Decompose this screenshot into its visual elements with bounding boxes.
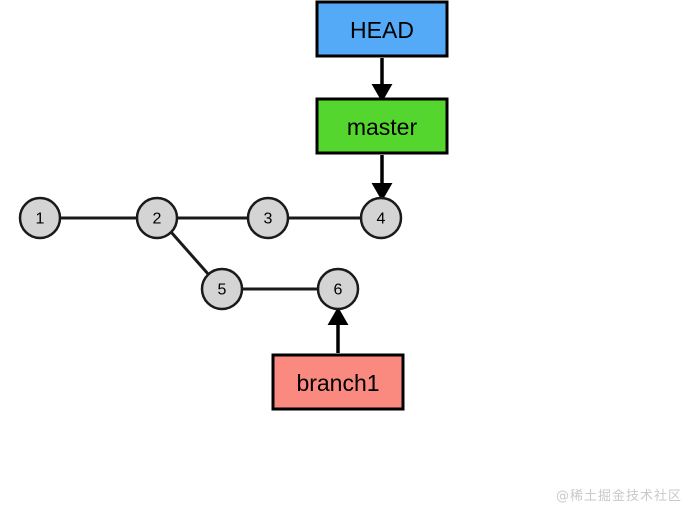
commit-label: 1 <box>36 211 45 228</box>
commit-label: 2 <box>153 211 162 228</box>
ref-box-head[interactable]: HEAD <box>315 0 449 58</box>
ref-box-branch1[interactable]: branch1 <box>271 353 405 411</box>
ref-box-label: master <box>347 114 418 140</box>
commit-node-6[interactable]: 6 <box>316 267 360 311</box>
commit-label: 3 <box>264 211 273 228</box>
commit-edges <box>60 216 361 291</box>
commit-node-3[interactable]: 3 <box>246 196 290 240</box>
commit-circle <box>316 267 360 311</box>
edge-commit2-commit5 <box>169 231 211 276</box>
ref-box-label: branch1 <box>296 370 379 396</box>
commit-node-5[interactable]: 5 <box>200 267 244 311</box>
watermark-text: @稀土掘金技术社区 <box>555 489 682 504</box>
commit-circle <box>359 196 403 240</box>
pointer-arrows <box>327 58 393 353</box>
ref-box-rect <box>271 353 405 411</box>
commit-label: 6 <box>334 282 343 299</box>
commit-node-1[interactable]: 1 <box>18 196 62 240</box>
ref-box-rect <box>315 0 449 58</box>
ref-box-master[interactable]: master <box>315 97 449 155</box>
commit-circle <box>18 196 62 240</box>
commit-node-2[interactable]: 2 <box>135 196 179 240</box>
commit-label: 4 <box>377 211 386 228</box>
ref-box-rect <box>315 97 449 155</box>
commit-label: 5 <box>218 282 227 299</box>
commit-circle <box>135 196 179 240</box>
commit-circle <box>246 196 290 240</box>
commit-node-4[interactable]: 4 <box>359 196 403 240</box>
ref-box-label: HEAD <box>350 17 414 43</box>
commit-circle <box>200 267 244 311</box>
